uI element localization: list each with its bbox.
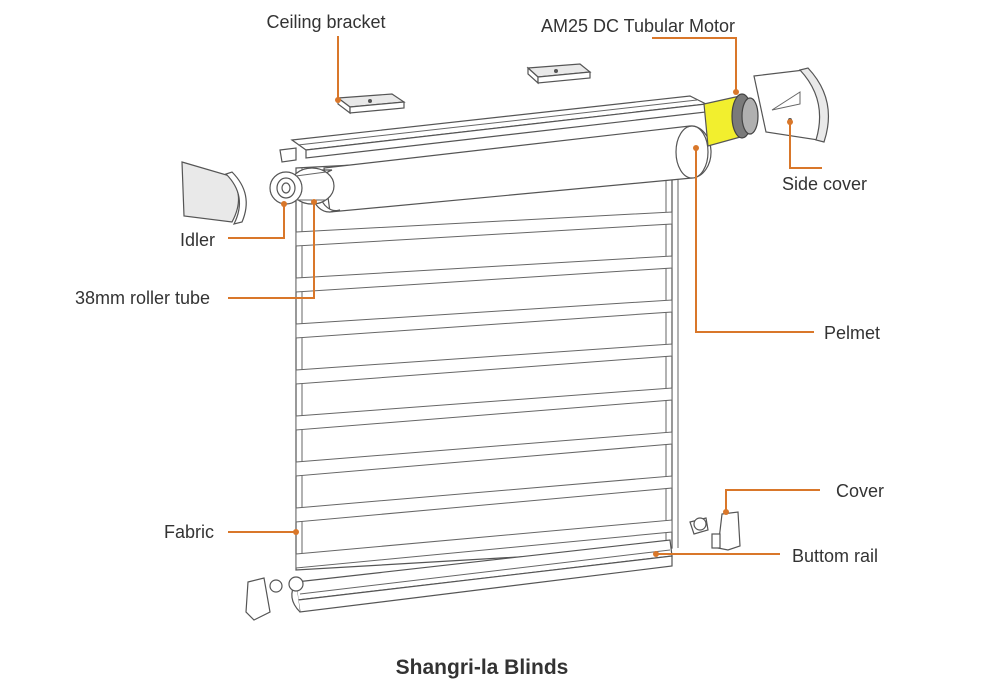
leader-dots [281, 89, 793, 557]
idler-end [269, 167, 335, 205]
leader-roller-tube [228, 202, 315, 299]
fabric-band [295, 299, 673, 339]
fabric-band [295, 255, 673, 293]
dot-fabric [293, 529, 299, 535]
label-bottom-rail: Buttom rail [792, 546, 878, 566]
label-ceiling-bracket: Ceiling bracket [266, 12, 385, 32]
dot-bottom-rail [653, 551, 659, 557]
label-motor: AM25 DC Tubular Motor [541, 16, 735, 36]
dot-idler [281, 201, 287, 207]
label-cover: Cover [836, 481, 884, 501]
ceiling-bracket-right [526, 63, 592, 85]
label-roller-tube: 38mm roller tube [75, 288, 210, 308]
bottom-rail-part [291, 539, 673, 613]
fabric-bands [295, 211, 673, 569]
leader-side-cover [789, 122, 822, 169]
left-side-cap [181, 161, 247, 225]
fabric-band [295, 211, 673, 247]
leader-idler [228, 204, 285, 239]
dot-ceiling-bracket [335, 97, 341, 103]
tubular-motor [703, 93, 759, 147]
fabric-band [295, 475, 673, 523]
leader-cover [725, 489, 820, 512]
bottom-cover-left [245, 576, 304, 621]
leader-pelmet [695, 148, 814, 333]
label-side-cover: Side cover [782, 174, 867, 194]
dot-pelmet [693, 145, 699, 151]
leader-lines [228, 36, 822, 555]
dot-roller-tube [311, 199, 317, 205]
label-idler: Idler [180, 230, 215, 250]
dot-side-cover [787, 119, 793, 125]
dot-motor [733, 89, 739, 95]
label-fabric: Fabric [164, 522, 214, 542]
right-side-cover [753, 67, 830, 143]
diagram-title: Shangri-la Blinds [396, 656, 569, 679]
ceiling-bracket-left [336, 93, 406, 115]
label-pelmet: Pelmet [824, 323, 880, 343]
leader-motor [652, 37, 737, 92]
bottom-cover-right [689, 511, 741, 551]
fabric-band [295, 519, 673, 569]
fabric-band [295, 431, 673, 477]
dot-cover [723, 509, 729, 515]
fabric-band [295, 343, 673, 385]
headrail [279, 95, 709, 163]
fabric-band [295, 387, 673, 431]
